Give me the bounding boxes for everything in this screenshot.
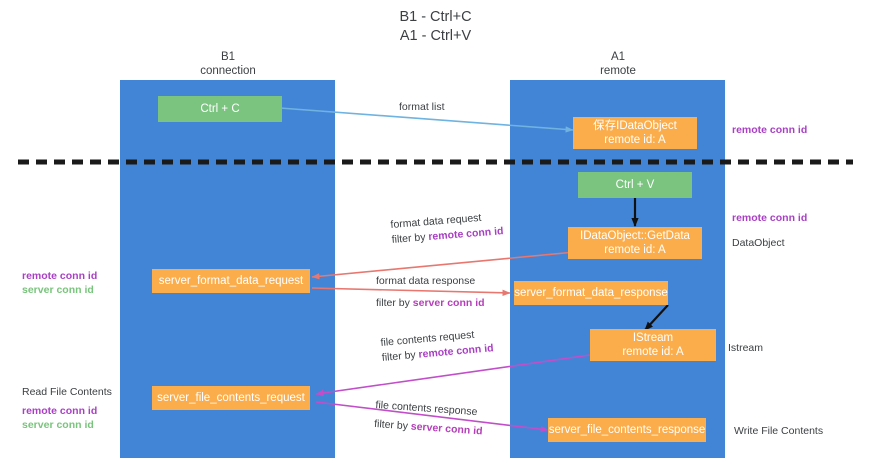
edge-label-file-contents-request-group: file contents request filter by remote c… [380, 329, 494, 366]
filter-key-server-conn-id: server conn id [412, 297, 485, 309]
box-server-format-data-response[interactable]: server_format_data_response [514, 281, 668, 305]
note-istream: Istream [728, 342, 764, 354]
box-idataobject-getdata[interactable]: IDataObject::GetData remote id: A [568, 227, 702, 259]
note-left-remote-conn-id: remote conn id [22, 270, 98, 282]
column-header-a1-role: remote [600, 65, 636, 77]
box-ctrl-v[interactable]: Ctrl + V [578, 172, 692, 198]
column-header-b1-role: connection [200, 65, 256, 77]
arrow-format-data-request [311, 251, 576, 280]
filter-prefix: filter by [391, 231, 429, 246]
arrow-response-to-istream [644, 304, 669, 331]
edge-label-format-data-response-filter: filter by server conn id [376, 296, 485, 311]
note-write-file-contents: Write File Contents [734, 425, 824, 437]
note-read-file-contents: Read File Contents [22, 386, 112, 398]
arrow-format-data-response [311, 287, 511, 297]
edge-label-format-data-response: format data response [376, 275, 476, 287]
box-ctrl-c[interactable]: Ctrl + C [158, 96, 282, 122]
column-header-a1: A1 remote [558, 50, 678, 78]
note-remote-conn-id-top: remote conn id [732, 124, 808, 136]
edge-label-format-data-request-group: format data request filter by remote con… [390, 212, 504, 248]
note-left-server-conn-id: server conn id [22, 284, 94, 296]
column-header-b1-name: B1 [220, 51, 236, 63]
edge-label-format-list: format list [399, 101, 445, 113]
box-server-format-data-request[interactable]: server_format_data_request [152, 269, 310, 293]
note-left-remote-conn-id-2: remote conn id [22, 405, 98, 417]
page-title: B1 - Ctrl+C A1 - Ctrl+V [399, 9, 472, 44]
filter-prefix: filter by [373, 417, 412, 433]
arrow-file-contents-response [315, 401, 549, 433]
box-istream[interactable]: IStream remote id: A [590, 329, 716, 361]
filter-prefix: filter by [381, 348, 420, 364]
edge-label-format-data-response-group: format data response filter by server co… [376, 274, 485, 311]
box-server-file-contents-request[interactable]: server_file_contents_request [152, 386, 310, 410]
column-header-b1: B1 connection [168, 50, 288, 78]
note-dataobject: DataObject [732, 237, 785, 249]
filter-prefix: filter by [376, 297, 413, 309]
edge-label-file-contents-response-group: file contents response filter by server … [373, 398, 485, 437]
filter-key-server-conn-id: server conn id [410, 420, 483, 438]
note-left-server-conn-id-2: server conn id [22, 419, 94, 431]
note-remote-conn-id-mid: remote conn id [732, 212, 808, 224]
box-server-file-contents-response[interactable]: server_file_contents_response [548, 418, 706, 442]
arrow-format-list [279, 107, 574, 133]
box-save-idataobject[interactable]: 保存IDataObject remote id: A [573, 117, 697, 149]
column-header-a1-name: A1 [610, 51, 626, 63]
arrow-file-contents-request [315, 354, 591, 397]
